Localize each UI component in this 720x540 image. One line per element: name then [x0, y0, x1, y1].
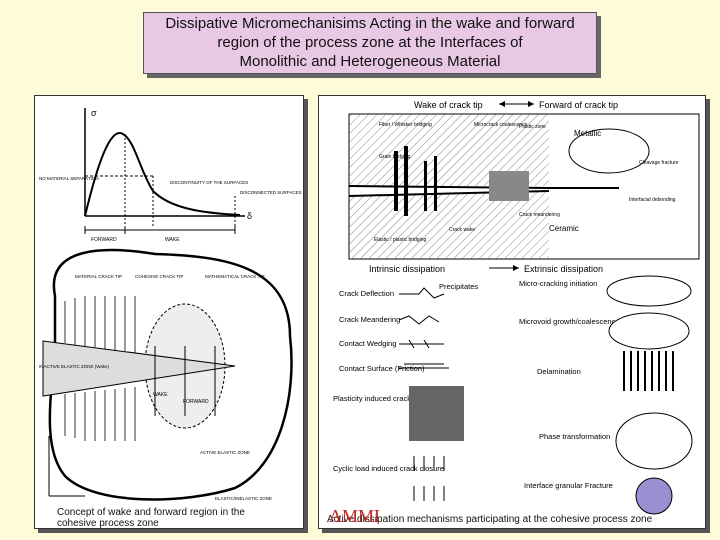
mech-microvoid: Microvoid growth/coalescence	[519, 317, 619, 326]
extrinsic-label: Extrinsic dissipation	[524, 264, 603, 274]
left-panel: σ δ NO MATERIAL SEPARATION DISCONTINUITY…	[34, 95, 304, 529]
forward-lower-label: FORWARD	[183, 399, 209, 405]
mechanisms-diagram: Wake of crack tip Forward of crack tip F…	[333, 100, 700, 515]
granular-illustration	[635, 477, 673, 515]
plastic-zone	[568, 128, 650, 174]
forward-header: Forward of crack tip	[539, 100, 618, 110]
delamination-illustration	[623, 351, 674, 391]
traction-curve	[84, 132, 241, 217]
delta-label: δ	[247, 211, 252, 221]
debonding-label: Interfacial debonding	[629, 197, 676, 203]
disconnected-label: DISCONNECTED SURFACES	[240, 190, 302, 195]
ceramic-label: Ceramic	[549, 224, 579, 233]
no-separation-label: NO MATERIAL SEPARATION	[39, 176, 99, 181]
sigma-label: σ	[91, 108, 97, 118]
mid-illustrations	[398, 287, 449, 369]
right-caption: Active dissipation mechanisms participat…	[327, 514, 653, 525]
left-caption-line-2: cohesive process zone	[57, 518, 159, 529]
left-caption-line-1: Concept of wake and forward region in th…	[57, 507, 245, 518]
ceramic-region	[349, 191, 549, 259]
cohesive-zone-diagram: σ δ NO MATERIAL SEPARATION DISCONTINUITY…	[39, 108, 302, 501]
plastic-bridging-label: Elastic / plastic bridging	[374, 237, 426, 243]
title-line-2: region of the process zone at the Interf…	[217, 34, 523, 51]
mech-contact-surface: Contact Surface (Friction)	[339, 364, 425, 373]
plastic-zone-label: Plastic zone	[519, 124, 546, 130]
discontinuity-label: DISCONTINUITY OF THE SURFACES	[170, 180, 248, 185]
elastic-inelastic-label: ELASTIC/INELASTIC ZONE	[215, 496, 272, 501]
right-panel: Wake of crack tip Forward of crack tip F…	[318, 95, 706, 529]
mech-crack-deflection: Crack Deflection	[339, 289, 394, 298]
mech-interface-fracture: Interface granular Fracture	[524, 481, 613, 490]
metallic-region	[349, 114, 549, 186]
cleavage-label: Cleavage fracture	[639, 160, 679, 166]
mech-precipitates: Precipitates	[439, 282, 478, 291]
title-box: Dissipative Micromechanisims Acting in t…	[143, 12, 597, 74]
mech-crack-meandering: Crack Meandering	[339, 315, 400, 324]
fiber-bridges	[394, 146, 437, 216]
mech-delamination: Delamination	[537, 367, 581, 376]
process-zone-outline	[48, 248, 293, 501]
mech-contact-wedging: Contact Wedging	[339, 339, 396, 348]
mech-phase-transformation: Phase transformation	[539, 432, 610, 441]
crack-wake-label: Crack wake	[449, 227, 475, 233]
plasticity-patch	[409, 386, 464, 441]
mech-cyclic-closure: Cyclic load induced crack closure	[333, 464, 444, 473]
grain-bridge	[489, 171, 529, 201]
mech-plasticity-closure: Plasticity induced crack closure	[333, 394, 437, 403]
mech-microcracking: Micro-cracking initiation	[519, 279, 597, 288]
title-line-1: Dissipative Micromechanisims Acting in t…	[165, 15, 575, 32]
intrinsic-label: Intrinsic dissipation	[369, 264, 445, 274]
cohesive-crack-tip-label: COHESIVE CRACK TIP	[135, 274, 183, 279]
wake-hatching	[64, 296, 136, 441]
microcrack-illustration	[606, 275, 692, 307]
active-elastic-label: ACTIVE ELASTIC ZONE	[200, 450, 250, 455]
wake-lower-label: WAKE	[153, 392, 168, 398]
microvoid-illustration	[608, 312, 690, 350]
phase-illustration	[615, 412, 693, 470]
inactive-elastic-label: INACTIVE ELASTIC ZONE (Wake)	[39, 364, 110, 369]
crack-meandering-top-label: Crack meandering	[519, 212, 560, 218]
material-crack-tip-label: MATERIAL CRACK TIP	[75, 274, 122, 279]
microcrack-label: Microcrack coalescence	[474, 122, 528, 128]
wake-header: Wake of crack tip	[414, 100, 483, 110]
cyclic-arrows	[413, 456, 445, 501]
crack-line	[348, 185, 619, 189]
crack-wedge	[42, 340, 236, 397]
wake-label: WAKE	[165, 237, 180, 243]
fiber-bridging-label: Fiber / Whisker bridging	[379, 122, 432, 128]
title-line-3: Monolithic and Heterogeneous Material	[239, 53, 501, 70]
ammi-watermark: AMMI	[329, 506, 381, 526]
math-crack-tip-label: MATHEMATICAL CRACK TIP	[205, 274, 265, 279]
grain-bridging-label: Grain bridging	[379, 154, 411, 160]
metallic-label: Metallic	[574, 129, 601, 138]
forward-label: FORWARD	[91, 237, 117, 243]
